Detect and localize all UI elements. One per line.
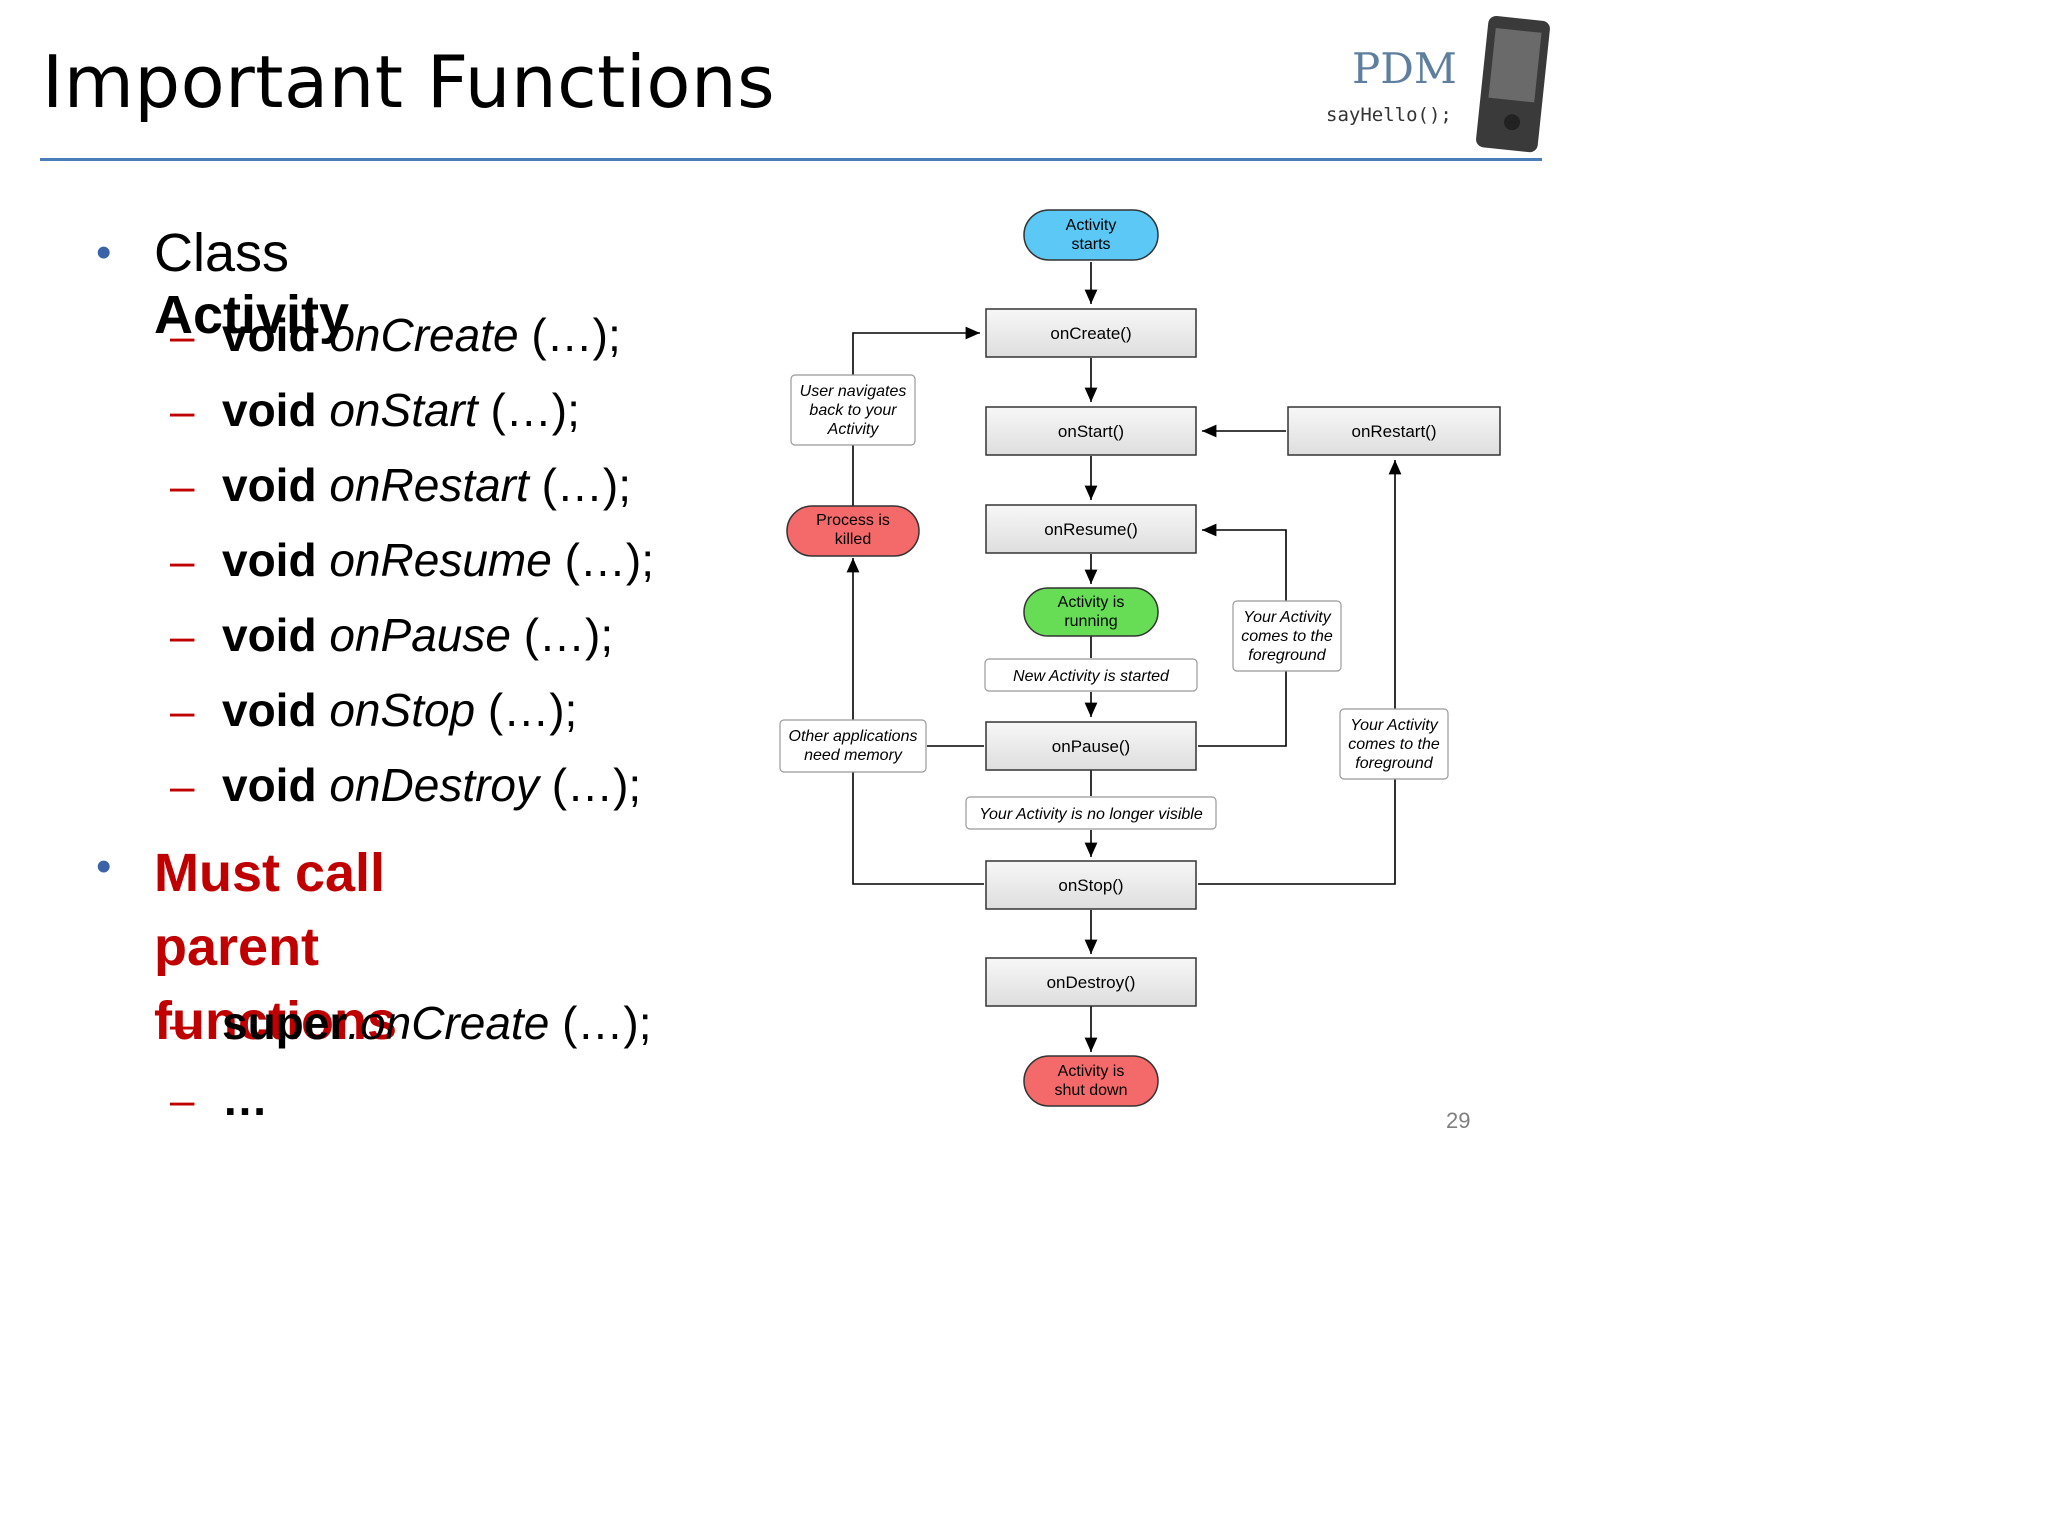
svg-text:onRestart(): onRestart() xyxy=(1351,422,1436,441)
activity-lifecycle-diagram: Activity starts onCreate() onStart() onR… xyxy=(779,209,1501,1107)
logo-subtitle: sayHello(); xyxy=(1326,104,1452,126)
activity-shut-down-node: Activity is shut down xyxy=(1023,1055,1159,1107)
activity-starts-node: Activity starts xyxy=(1023,209,1159,261)
dash-marker: – xyxy=(170,537,195,586)
svg-text:User navigates: User navigates xyxy=(800,383,907,400)
svg-text:Your Activity is no longer vis: Your Activity is no longer visible xyxy=(979,806,1203,823)
other-apps-label: Other applications need memory xyxy=(779,719,927,773)
svg-text:starts: starts xyxy=(1071,236,1110,253)
dash-marker: – xyxy=(170,1076,195,1125)
on-start-node: onStart() xyxy=(985,406,1197,456)
method-item: void onCreate (…); xyxy=(222,309,621,361)
dash-marker: – xyxy=(170,462,195,511)
method-item: void onStart (…); xyxy=(222,384,580,436)
process-killed-node: Process is killed xyxy=(786,505,920,557)
method-item: void onPause (…); xyxy=(222,609,614,661)
svg-text:Process is: Process is xyxy=(816,512,890,529)
svg-text:Your Activity: Your Activity xyxy=(1350,717,1438,734)
svg-text:comes to the: comes to the xyxy=(1348,736,1440,753)
foreground-label-restart: Your Activity comes to the foreground xyxy=(1339,708,1449,780)
class-prefix: Class xyxy=(154,223,290,283)
svg-text:foreground: foreground xyxy=(1248,647,1326,664)
svg-text:onDestroy(): onDestroy() xyxy=(1047,973,1136,992)
title-divider xyxy=(40,158,1542,161)
svg-text:Activity is: Activity is xyxy=(1058,594,1125,611)
slide-title: Important Functions xyxy=(42,40,776,124)
bullet-dot: • xyxy=(96,228,112,277)
svg-text:Other applications: Other applications xyxy=(789,728,918,745)
svg-text:New Activity is started: New Activity is started xyxy=(1013,668,1170,685)
svg-text:shut down: shut down xyxy=(1055,1082,1128,1099)
on-resume-node: onResume() xyxy=(985,504,1197,554)
svg-text:Activity: Activity xyxy=(1066,217,1117,234)
dash-marker: – xyxy=(170,687,195,736)
no-longer-visible-label: Your Activity is no longer visible xyxy=(965,796,1217,830)
svg-text:comes to the: comes to the xyxy=(1241,628,1333,645)
on-create-node: onCreate() xyxy=(985,308,1197,358)
bullet-dot: • xyxy=(96,842,112,891)
must-call-parent: Must call parent functions xyxy=(154,843,397,1051)
phone-icon xyxy=(1476,16,1550,153)
ellipsis-item: … xyxy=(222,1073,268,1125)
svg-text:foreground: foreground xyxy=(1355,755,1433,772)
foreground-label-resume: Your Activity comes to the foreground xyxy=(1232,600,1342,672)
svg-text:onCreate(): onCreate() xyxy=(1050,324,1131,343)
svg-text:Your Activity: Your Activity xyxy=(1243,609,1331,626)
method-item: void onRestart (…); xyxy=(222,459,631,511)
on-destroy-node: onDestroy() xyxy=(985,957,1197,1007)
bullet-class-activity: Class Activity xyxy=(154,222,349,346)
dash-marker: – xyxy=(170,387,195,436)
page-number: 29 xyxy=(1446,1108,1471,1133)
on-restart-node: onRestart() xyxy=(1287,406,1501,456)
svg-text:onStart(): onStart() xyxy=(1058,422,1124,441)
dash-marker: – xyxy=(170,612,195,661)
svg-text:onStop(): onStop() xyxy=(1058,876,1123,895)
svg-text:Activity: Activity xyxy=(827,421,880,438)
connector-lines xyxy=(846,262,1402,1052)
on-pause-node: onPause() xyxy=(985,721,1197,771)
dash-marker: – xyxy=(170,1000,195,1049)
super-call-item: super.onCreate (…); xyxy=(222,997,652,1049)
svg-text:killed: killed xyxy=(835,531,871,548)
svg-text:back to your: back to your xyxy=(809,402,897,419)
new-activity-label: New Activity is started xyxy=(984,658,1198,692)
user-navigates-label: User navigates back to your Activity xyxy=(790,374,916,446)
dash-marker: – xyxy=(170,762,195,811)
svg-text:Activity is: Activity is xyxy=(1058,1063,1125,1080)
dash-marker: – xyxy=(170,312,195,361)
svg-text:onPause(): onPause() xyxy=(1052,737,1130,756)
svg-text:onResume(): onResume() xyxy=(1044,520,1138,539)
svg-text:running: running xyxy=(1064,613,1117,630)
method-item: void onStop (…); xyxy=(222,684,578,736)
method-item: void onDestroy (…); xyxy=(222,759,642,811)
class-name: Activity xyxy=(154,285,350,345)
logo-text: PDM xyxy=(1352,44,1457,93)
activity-running-node: Activity is running xyxy=(1023,587,1159,637)
on-stop-node: onStop() xyxy=(985,860,1197,910)
method-item: void onResume (…); xyxy=(222,534,654,586)
svg-text:need memory: need memory xyxy=(804,747,903,764)
